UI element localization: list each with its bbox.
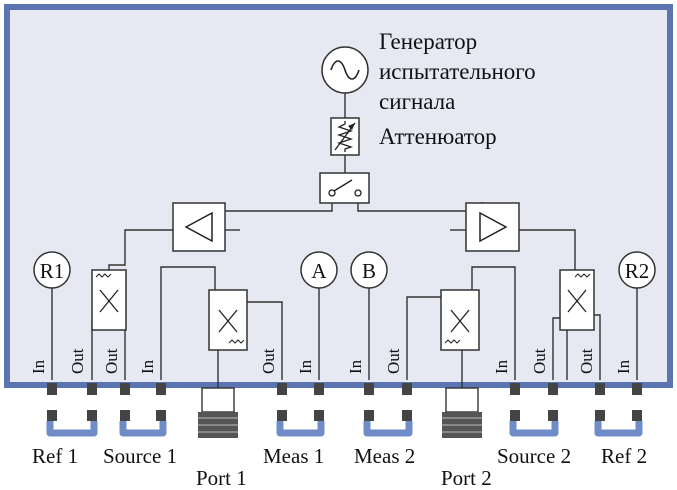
- r1-in-label: In: [29, 359, 48, 374]
- meas2-label: Meas 2: [354, 444, 415, 468]
- generator-label-line2: испытательного: [379, 59, 536, 84]
- meas1-out-label: Out: [259, 348, 278, 374]
- port1-label: Port 1: [196, 466, 247, 490]
- svg-text:R1: R1: [40, 259, 65, 283]
- source1-jumper: [119, 421, 167, 437]
- ref2-jumper: [594, 421, 643, 437]
- meas2-jumper: [363, 421, 413, 437]
- coupler-1-source-icon: [91, 269, 127, 331]
- receiver-r2: R2: [618, 251, 656, 289]
- meas1-jumper: [276, 421, 325, 437]
- port2-label: Port 2: [441, 466, 492, 490]
- source2-label: Source 2: [497, 444, 571, 468]
- svg-text:B: B: [362, 259, 376, 283]
- generator-label-line3: сигнала: [379, 89, 455, 114]
- source2-in-label: In: [492, 359, 511, 374]
- port-1-connector: [198, 387, 238, 438]
- connectors: [47, 383, 642, 421]
- r2-out-label: Out: [577, 348, 596, 374]
- amplifier-left-icon: [172, 202, 226, 252]
- source2-jumper: [509, 421, 559, 437]
- svg-text:R2: R2: [625, 259, 650, 283]
- source2-out-label: Out: [530, 348, 549, 374]
- ref1-label: Ref 1: [32, 444, 78, 468]
- attenuator-symbol: [330, 117, 360, 156]
- r1-out-label: Out: [68, 348, 87, 374]
- source1-label: Source 1: [103, 444, 177, 468]
- receiver-r1: R1: [33, 251, 71, 289]
- switch-symbol: [319, 172, 370, 204]
- port-2-connector: [442, 387, 482, 438]
- receiver-b: B: [350, 251, 388, 289]
- generator-label-line1: Генератор: [379, 29, 477, 54]
- ref1-jumper: [46, 421, 98, 437]
- source1-out-label: Out: [102, 348, 121, 374]
- meas1-in-label: In: [296, 359, 315, 374]
- coupler-2-port-icon: [440, 289, 480, 351]
- meas2-out-label: Out: [384, 348, 403, 374]
- coupler-1-port-icon: [208, 289, 248, 351]
- meas1-label: Meas 1: [263, 444, 324, 468]
- amplifier-right-icon: [465, 202, 520, 252]
- wiring: [51, 93, 638, 392]
- svg-text:A: A: [311, 259, 327, 283]
- attenuator-label: Аттенюатор: [379, 124, 497, 149]
- r2-in-label: In: [614, 359, 633, 374]
- coupler-2-source-icon: [559, 269, 595, 331]
- ref2-label: Ref 2: [601, 444, 647, 468]
- source1-in-label: In: [138, 359, 157, 374]
- meas2-in-label: In: [346, 359, 365, 374]
- receiver-a: A: [300, 251, 338, 289]
- sine-wave-icon: [330, 60, 360, 80]
